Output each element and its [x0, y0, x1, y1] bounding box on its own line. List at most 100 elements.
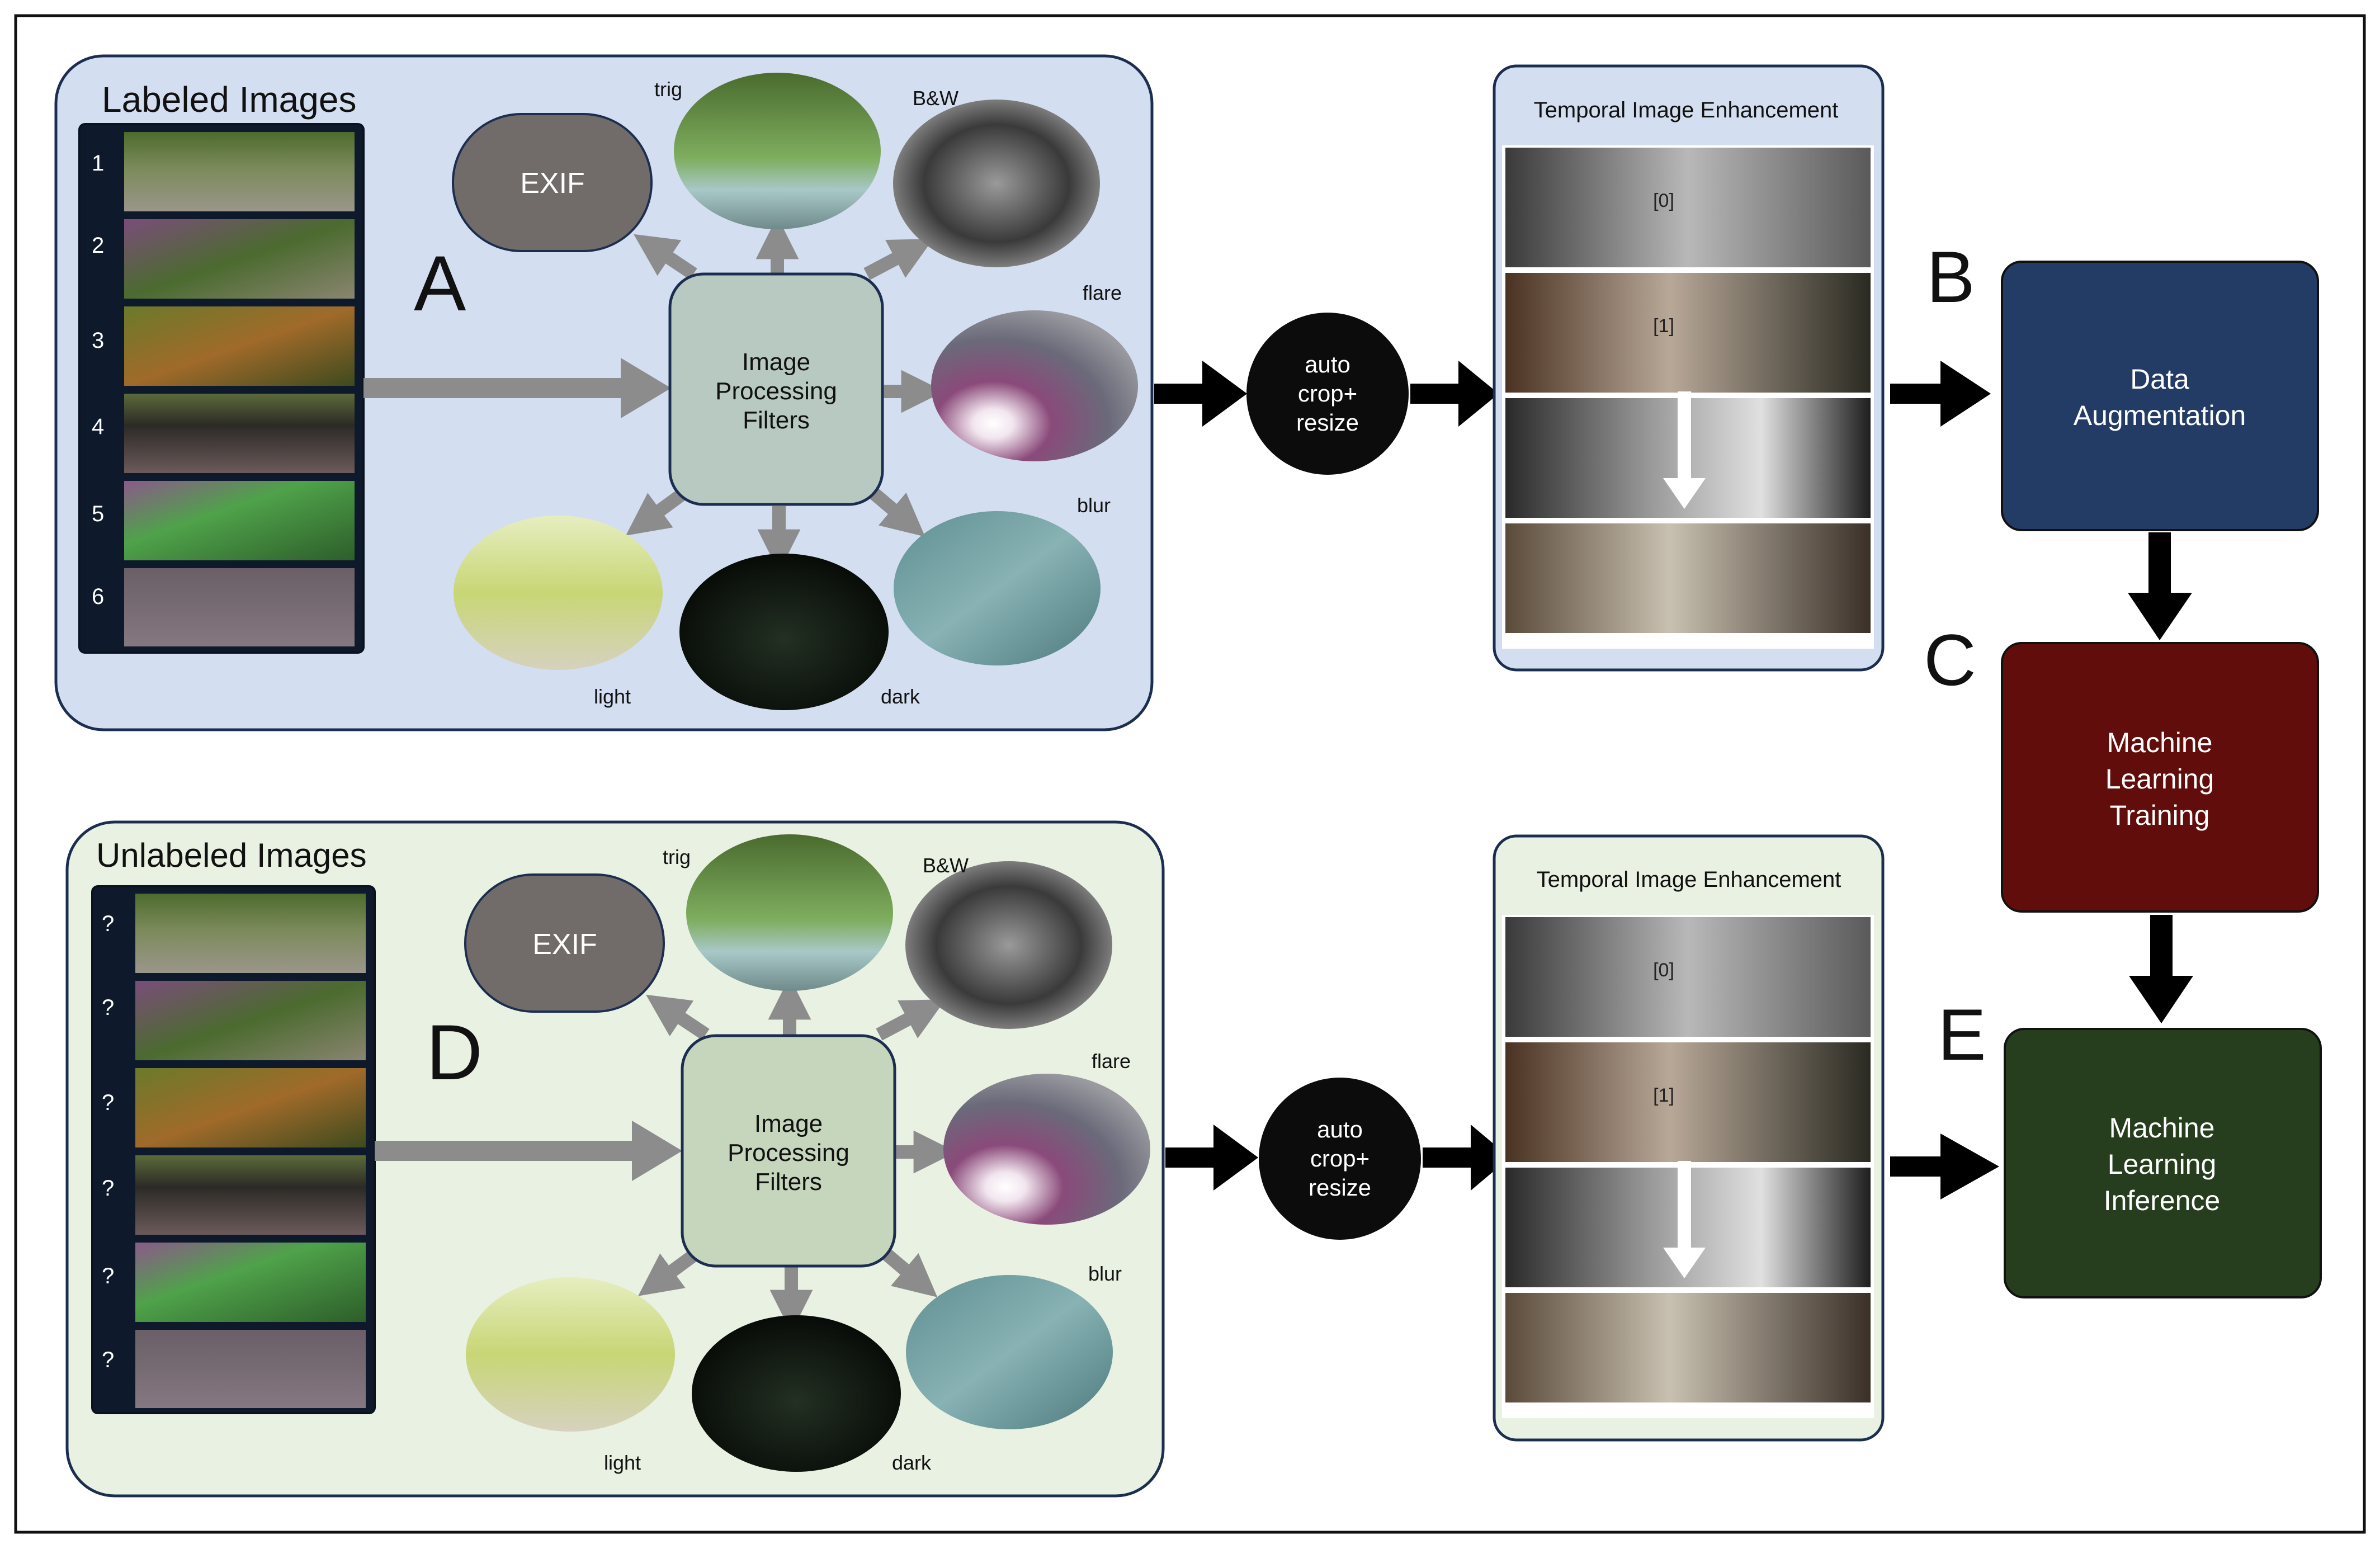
- exif-label: EXIF: [532, 928, 597, 961]
- labeled-frame-2: [124, 219, 355, 299]
- unlabeled-frame-4: [135, 1155, 366, 1235]
- dark-label: dark: [881, 685, 920, 708]
- black-right-arrow-icon: [1423, 1125, 1510, 1191]
- slot-label: ?: [102, 1348, 114, 1372]
- black-down-arrow-icon: [2128, 532, 2192, 640]
- light-label: light: [594, 685, 631, 708]
- light-thumbnail: [466, 1277, 675, 1432]
- gray-arrow-icon: [363, 358, 671, 418]
- ml-inference-line-2: Learning: [2108, 1149, 2217, 1180]
- ml-training-box: [2001, 642, 2319, 913]
- ml-inference-box: [2004, 1028, 2322, 1298]
- bw-label: B&W: [913, 87, 958, 110]
- slot-label: 4: [92, 414, 104, 439]
- black-right-arrow-icon: [1410, 361, 1499, 427]
- exif-badge: [452, 113, 653, 252]
- slot-label: ?: [102, 1264, 114, 1288]
- exif-badge: [464, 873, 665, 1013]
- auto-crop-line-2: crop+: [1310, 1145, 1370, 1172]
- filters-line-1: Image: [742, 348, 810, 376]
- ml-training-line-2: Learning: [2105, 763, 2214, 795]
- filters-line-3: Filters: [743, 407, 810, 434]
- temporal-frame-0: [1505, 917, 1871, 1037]
- frame-tag: [0]: [1653, 960, 1674, 981]
- filters-line-2: Processing: [715, 377, 837, 405]
- temporal-frame-1: [1505, 1042, 1871, 1162]
- unlabeled-frame-1: [135, 894, 366, 973]
- labeled-slot-labels: 1 2 3 4 5 6: [92, 151, 104, 609]
- labeled-images-panel: Labeled Images 1 2 3 4 5 6 A EXIF: [54, 54, 1154, 731]
- auto-crop-top: auto crop+ resize: [1154, 313, 1499, 475]
- temporal-title: Temporal Image Enhancement: [1534, 98, 1839, 122]
- auto-crop-bottom: auto crop+ resize: [1165, 1078, 1510, 1240]
- exif-label: EXIF: [520, 167, 585, 200]
- stage-letter-e: E: [1938, 994, 1986, 1075]
- ml-inference-line-1: Machine: [2109, 1112, 2215, 1144]
- auto-crop-line-1: auto: [1317, 1116, 1363, 1142]
- labeled-panel-title: Labeled Images: [102, 79, 356, 120]
- trig-label: trig: [663, 846, 691, 868]
- data-augmentation-line-2: Augmentation: [2074, 400, 2246, 431]
- auto-crop-line-1: auto: [1305, 351, 1350, 377]
- blur-thumbnail: [894, 511, 1101, 665]
- flare-thumbnail: [943, 1074, 1150, 1225]
- stage-letter-a: A: [414, 239, 466, 327]
- stage-letter-c: C: [1924, 619, 1976, 701]
- unlabeled-panel-title: Unlabeled Images: [96, 837, 367, 874]
- auto-crop-circle: [1246, 313, 1409, 475]
- light-thumbnail: [454, 516, 663, 670]
- black-right-arrow-icon: [1165, 1125, 1258, 1191]
- temporal-title: Temporal Image Enhancement: [1537, 867, 1841, 892]
- unlabeled-frame-3: [135, 1068, 366, 1147]
- auto-crop-line-2: crop+: [1298, 380, 1357, 407]
- blur-label: blur: [1088, 1262, 1122, 1285]
- slot-label: ?: [102, 1176, 114, 1201]
- blur-label: blur: [1077, 494, 1111, 517]
- frame-tag: [0]: [1653, 190, 1674, 211]
- labeled-frame-3: [124, 306, 355, 386]
- stage-letter-b: B: [1926, 236, 1975, 318]
- bw-label: B&W: [923, 854, 969, 877]
- filters-line-1: Image: [754, 1110, 823, 1137]
- blur-thumbnail: [906, 1275, 1113, 1429]
- trig-thumbnail: [674, 73, 881, 229]
- labeled-film-frames: [124, 132, 355, 646]
- slot-label: ?: [102, 995, 114, 1020]
- temporal-panel-bottom: Temporal Image Enhancement [0] [1]: [1493, 834, 1885, 1442]
- trig-label: trig: [654, 78, 682, 101]
- white-down-arrow-icon: [1663, 1161, 1706, 1278]
- labeled-frame-4: [124, 394, 355, 473]
- outer-border: [14, 14, 2366, 1534]
- bw-thumbnail: [893, 100, 1100, 267]
- filter-spokes: [626, 216, 945, 573]
- slot-label: ?: [102, 912, 114, 936]
- image-processing-filters-box: [681, 1034, 896, 1268]
- gray-arrow-icon: [375, 1121, 682, 1181]
- trig-thumbnail: [686, 834, 893, 991]
- frame-tag: [1]: [1653, 1085, 1674, 1106]
- flare-label: flare: [1092, 1050, 1131, 1073]
- black-down-arrow-icon: [2129, 915, 2193, 1023]
- dark-thumbnail: [692, 1315, 901, 1472]
- data-augmentation-line-1: Data: [2130, 363, 2189, 395]
- data-augmentation-box: [2001, 261, 2319, 531]
- flare-thumbnail: [931, 310, 1138, 461]
- unlabeled-frame-6: [135, 1330, 366, 1408]
- frame-tag: [1]: [1653, 315, 1674, 337]
- stage-letter-d: D: [426, 1008, 483, 1096]
- dark-label: dark: [892, 1451, 932, 1474]
- slot-label: 3: [92, 328, 104, 353]
- slot-label: 2: [92, 233, 104, 258]
- auto-crop-circle: [1259, 1078, 1421, 1240]
- flare-label: flare: [1083, 281, 1122, 304]
- filters-line-2: Processing: [728, 1139, 849, 1167]
- filter-spokes: [638, 976, 957, 1333]
- slot-label: 1: [92, 151, 104, 176]
- temporal-frame-3: [1505, 1293, 1871, 1402]
- black-right-arrow-icon: [1890, 1134, 1999, 1199]
- ml-training-line-1: Machine: [2107, 727, 2213, 758]
- slot-label: ?: [102, 1090, 114, 1115]
- auto-crop-line-3: resize: [1296, 409, 1359, 436]
- unlabeled-frame-5: [135, 1243, 366, 1322]
